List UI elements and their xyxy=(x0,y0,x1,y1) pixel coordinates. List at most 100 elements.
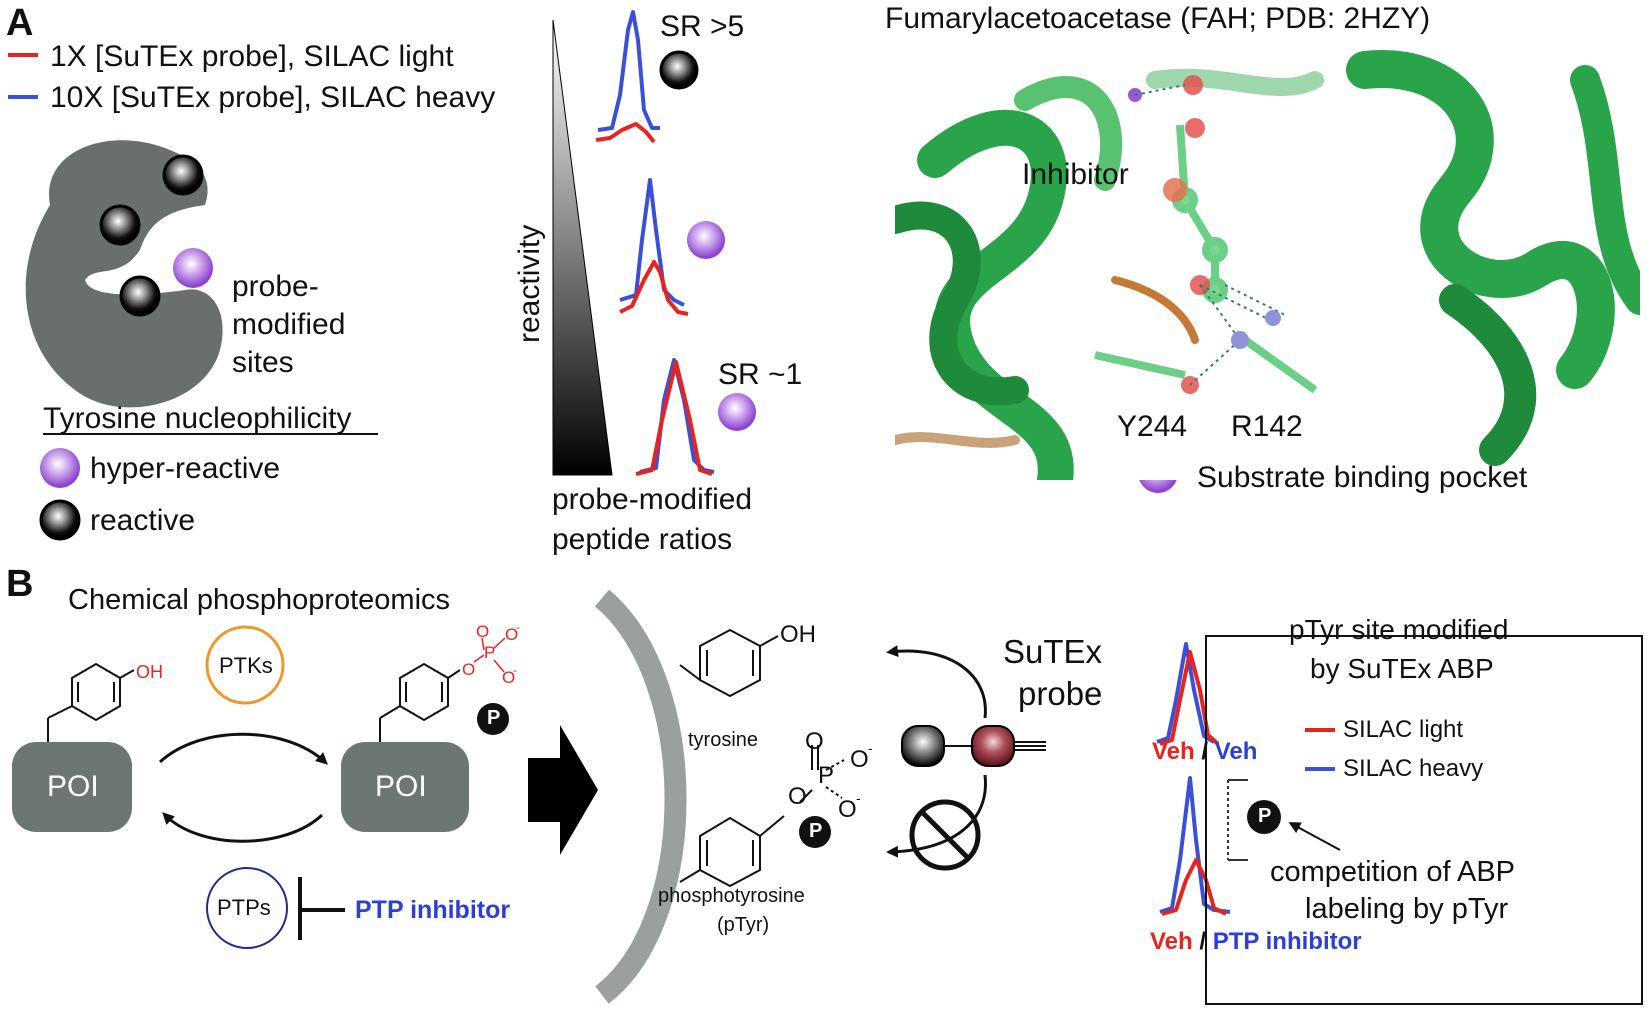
sr-low-label: SR ~1 xyxy=(718,358,803,391)
r142-label: R142 xyxy=(1231,410,1303,443)
panel-b-letter: B xyxy=(6,563,34,605)
competition-label-2: labeling by pTyr xyxy=(1305,893,1509,925)
poi-right-label: POI xyxy=(375,770,427,803)
reactive-legend-dot xyxy=(39,499,81,541)
structure-title: Fumarylacetoacetase (FAH; PDB: 2HZY) xyxy=(885,2,1431,35)
ptyr-label: (pTyr) xyxy=(717,914,770,936)
veh-heavy-top: Veh xyxy=(1214,738,1258,765)
nucleophilicity-title: Tyrosine nucleophilicity xyxy=(43,402,352,435)
ratio-caption-1: probe-modified xyxy=(552,483,753,516)
trace-mid xyxy=(619,178,689,316)
reactivity-axis-label: reactivity xyxy=(513,224,546,343)
phosphate-o-top: O xyxy=(476,622,490,641)
sr-high-dot xyxy=(659,50,699,90)
reactive-site-1 xyxy=(162,154,204,196)
probe-to-tyrosine-arrow xyxy=(886,645,987,719)
phosphate-o-top-b: O xyxy=(805,728,824,755)
p-badge-2-label: P xyxy=(809,820,823,842)
box-legend-light-label: SILAC light xyxy=(1343,716,1464,743)
veh-light-top: Veh xyxy=(1152,738,1195,765)
poi-left-box xyxy=(12,742,132,832)
dotted-bracket xyxy=(1227,779,1248,861)
phosphate-o-minus-b1: O xyxy=(850,746,869,773)
hyper-reactive-legend-dot xyxy=(40,448,80,488)
phosphate-p-small: P xyxy=(484,643,496,662)
charge-2: - xyxy=(513,663,517,677)
tyrosine-ring-left xyxy=(47,662,135,742)
legend-heavy-label: 10X [SuTEx probe], SILAC heavy xyxy=(50,81,496,114)
ptps-label: PTPs xyxy=(217,895,271,920)
p-badge-1-label: P xyxy=(487,707,501,729)
trace-low xyxy=(635,358,715,476)
reactive-site-2 xyxy=(99,204,141,246)
hyper-reactive-label: hyper-reactive xyxy=(90,452,281,485)
probe-black-bead xyxy=(901,725,945,767)
box-trace-bottom xyxy=(1159,776,1231,916)
binding-arc xyxy=(594,589,687,1004)
tyrosine-label: tyrosine xyxy=(688,729,759,751)
ptks-label: PTKs xyxy=(219,653,273,678)
phosphate-small xyxy=(473,637,506,673)
ptyr-competition-box xyxy=(1205,635,1643,1005)
poi-left-label: POI xyxy=(47,770,99,803)
sutex-label-2: probe xyxy=(1018,675,1103,712)
ratio-caption-2: peptide ratios xyxy=(552,523,733,556)
veh-slash-bottom: / xyxy=(1199,928,1207,955)
probe-label-line-1: probe- xyxy=(232,270,319,303)
tyrosine-ring-right xyxy=(379,662,461,742)
ptp-inhibitor-label: PTP inhibitor xyxy=(355,896,511,924)
phosphate-o-minus-b2: O xyxy=(838,796,857,823)
forward-arrow xyxy=(158,732,328,765)
charge-1: - xyxy=(516,620,520,634)
fah-structure-image xyxy=(895,40,1640,480)
poi-right-box xyxy=(341,742,469,832)
box-legend-heavy-label: SILAC heavy xyxy=(1343,755,1484,782)
competition-label-1: competition of ABP xyxy=(1270,856,1516,888)
reactivity-triangle xyxy=(552,19,613,476)
inhibitor-label: Inhibitor xyxy=(1022,158,1129,191)
p-badge-3-label: P xyxy=(1258,805,1272,827)
ptps-ring xyxy=(206,867,288,949)
phosphate-o-minus-2: O xyxy=(502,668,516,687)
phosphotyrosine-label: phosphotyrosine xyxy=(658,885,805,907)
phosphate-o-minus-1: O xyxy=(505,625,519,644)
tyrosine-molecule xyxy=(679,628,779,698)
probe-label-line-2: modified xyxy=(232,308,346,341)
panel-a-letter: A xyxy=(6,2,34,44)
veh-light-bottom: Veh xyxy=(1150,928,1193,955)
competition-arrow xyxy=(1288,822,1341,851)
p-badge-2 xyxy=(799,816,831,848)
reactive-site-3 xyxy=(119,275,161,317)
p-badge-1 xyxy=(477,703,509,735)
probe-red-bead xyxy=(971,725,1015,767)
probe-to-ptyr-arrow xyxy=(886,774,987,858)
charge-b1: - xyxy=(868,740,873,756)
veh-slash-top: / xyxy=(1201,738,1209,765)
p-badge-3 xyxy=(1247,800,1281,834)
sr-mid-dot xyxy=(687,221,725,259)
probe-label-line-3: sites xyxy=(232,346,294,379)
ptp-inhibitor-caption: PTP inhibitor xyxy=(1212,928,1362,955)
box-title-2: by SuTEx ABP xyxy=(1310,653,1494,684)
phosphate-p-b: P xyxy=(818,762,835,789)
reverse-arrow xyxy=(162,812,324,843)
ptks-ring xyxy=(205,625,285,705)
box-trace-top xyxy=(1156,642,1220,746)
sutex-label-1: SuTEx xyxy=(1003,633,1103,670)
sr-low-dot xyxy=(718,393,756,431)
pocket-label: Substrate binding pocket xyxy=(1197,461,1528,494)
big-arrow xyxy=(528,725,598,855)
no-reaction-icon xyxy=(909,799,981,871)
hyper-reactive-site xyxy=(173,248,213,288)
tyrosine-oh: OH xyxy=(780,621,816,648)
sr-high-label: SR >5 xyxy=(660,10,745,43)
charge-b2: - xyxy=(856,790,861,806)
protein-shape xyxy=(25,140,223,408)
phosphate-o-ester: O xyxy=(462,660,476,679)
alkyne-tag xyxy=(1014,741,1046,751)
phosphate-o-ester-b: O xyxy=(788,783,807,810)
oh-label-left: OH xyxy=(136,662,163,682)
veh-caption-top: Veh / Veh xyxy=(1152,738,1257,766)
panel-b-title: Chemical phosphoproteomics xyxy=(68,584,451,616)
phosphotyrosine-molecule xyxy=(679,745,845,888)
